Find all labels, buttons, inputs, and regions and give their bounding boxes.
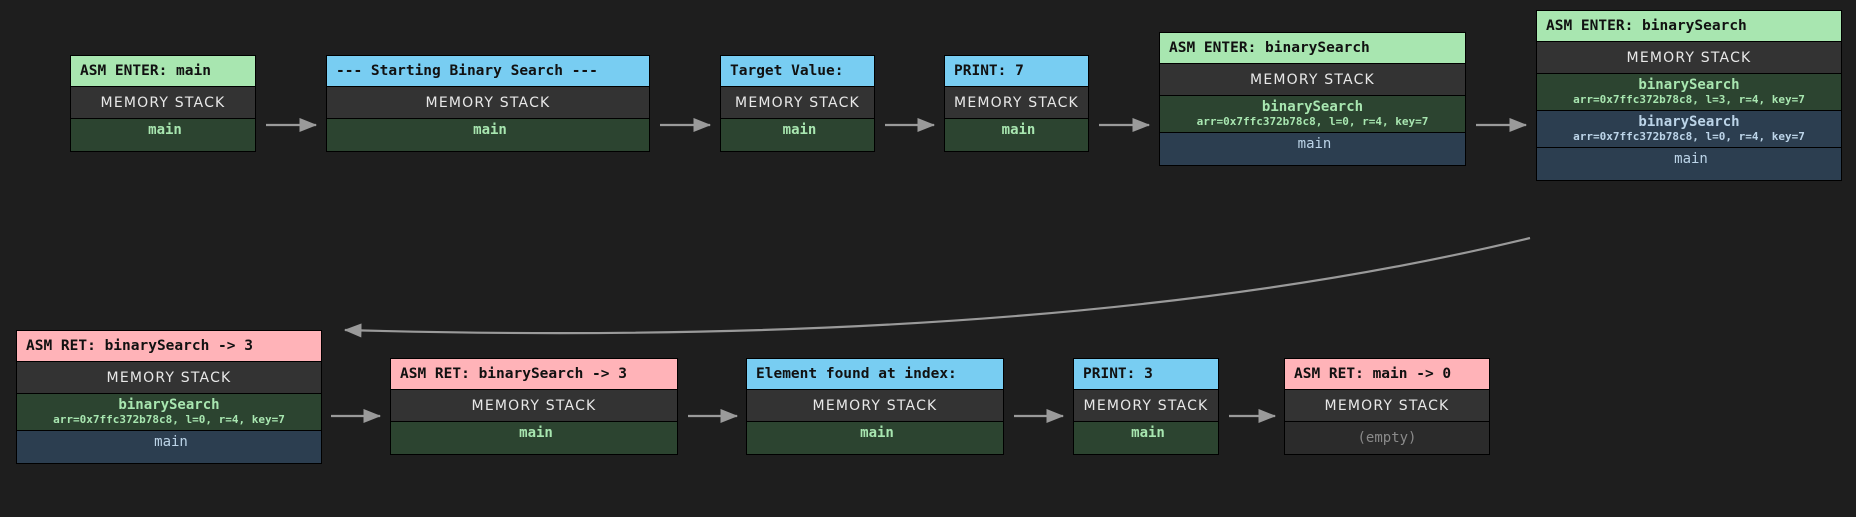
- stack-frame-name: binarySearch: [118, 397, 220, 413]
- stack-frame: main: [17, 431, 321, 463]
- memory-stack-label: MEMORY STACK: [1160, 64, 1465, 96]
- node-header: ASM ENTER: binarySearch: [1160, 33, 1465, 64]
- stack-frame-name: binarySearch: [1638, 77, 1740, 93]
- stack-frame-name: main: [782, 122, 817, 138]
- stack-frame-name: main: [1131, 425, 1165, 441]
- node-header: ASM RET: binarySearch -> 3: [17, 331, 321, 362]
- stack-frame-args: arr=0x7ffc372b78c8, l=0, r=4, key=7: [53, 413, 285, 426]
- node-header: Target Value:: [721, 56, 874, 87]
- memory-stack-label: MEMORY STACK: [391, 390, 677, 422]
- stack-frame-name: main: [473, 122, 507, 138]
- stack-frame-args: arr=0x7ffc372b78c8, l=0, r=4, key=7: [1196, 115, 1429, 128]
- stack-frame: main: [327, 119, 649, 151]
- stack-frame-name: main: [154, 434, 188, 450]
- node-header: PRINT: 3: [1074, 359, 1218, 390]
- node-header: ASM RET: binarySearch -> 3: [391, 359, 677, 390]
- stack-frame-args: arr=0x7ffc372b78c8, l=3, r=4, key=7: [1573, 93, 1805, 106]
- node-header: --- Starting Binary Search ---: [327, 56, 649, 87]
- node-header: Element found at index:: [747, 359, 1003, 390]
- stack-frame: main: [721, 119, 874, 151]
- trace-node-n2[interactable]: --- Starting Binary Search ---MEMORY STA…: [326, 55, 650, 152]
- memory-stack-label: MEMORY STACK: [71, 87, 255, 119]
- memory-stack-label: MEMORY STACK: [17, 362, 321, 394]
- memory-stack-label: MEMORY STACK: [747, 390, 1003, 422]
- stack-frame-name: main: [519, 425, 553, 441]
- node-header: ASM RET: main -> 0: [1285, 359, 1489, 390]
- memory-stack-label: MEMORY STACK: [327, 87, 649, 119]
- stack-frame-name: main: [860, 425, 894, 441]
- stack-frame-name: main: [1297, 136, 1332, 152]
- node-header: PRINT: 7: [945, 56, 1088, 87]
- stack-frame-name: binarySearch: [1638, 114, 1740, 130]
- node-header: ASM ENTER: main: [71, 56, 255, 87]
- stack-frame: (empty): [1285, 422, 1489, 454]
- node-header: ASM ENTER: binarySearch: [1537, 11, 1841, 42]
- stack-frame: main: [391, 422, 677, 454]
- stack-frame-name: main: [1001, 122, 1036, 138]
- memory-stack-label: MEMORY STACK: [721, 87, 874, 119]
- trace-node-n9[interactable]: Element found at index:MEMORY STACK main: [746, 358, 1004, 455]
- stack-frame-name: (empty): [1357, 430, 1417, 446]
- stack-frame-name: binarySearch: [1261, 99, 1364, 115]
- trace-node-n3[interactable]: Target Value:MEMORY STACK main: [720, 55, 875, 152]
- memory-stack-label: MEMORY STACK: [1074, 390, 1218, 422]
- stack-frame-name: main: [1674, 151, 1708, 167]
- edge-n6-n7: [343, 236, 1531, 338]
- memory-stack-label: MEMORY STACK: [1285, 390, 1489, 422]
- stack-frame: main: [71, 119, 255, 151]
- stack-frame: main: [1537, 148, 1841, 180]
- stack-frame: main: [945, 119, 1088, 151]
- stack-frame: main: [747, 422, 1003, 454]
- stack-frame: main: [1074, 422, 1218, 454]
- memory-stack-label: MEMORY STACK: [945, 87, 1088, 119]
- memory-stack-label: MEMORY STACK: [1537, 42, 1841, 74]
- stack-frame-name: main: [148, 122, 182, 138]
- stack-frame: main: [1160, 133, 1465, 165]
- stack-frame-args: arr=0x7ffc372b78c8, l=0, r=4, key=7: [1573, 130, 1805, 143]
